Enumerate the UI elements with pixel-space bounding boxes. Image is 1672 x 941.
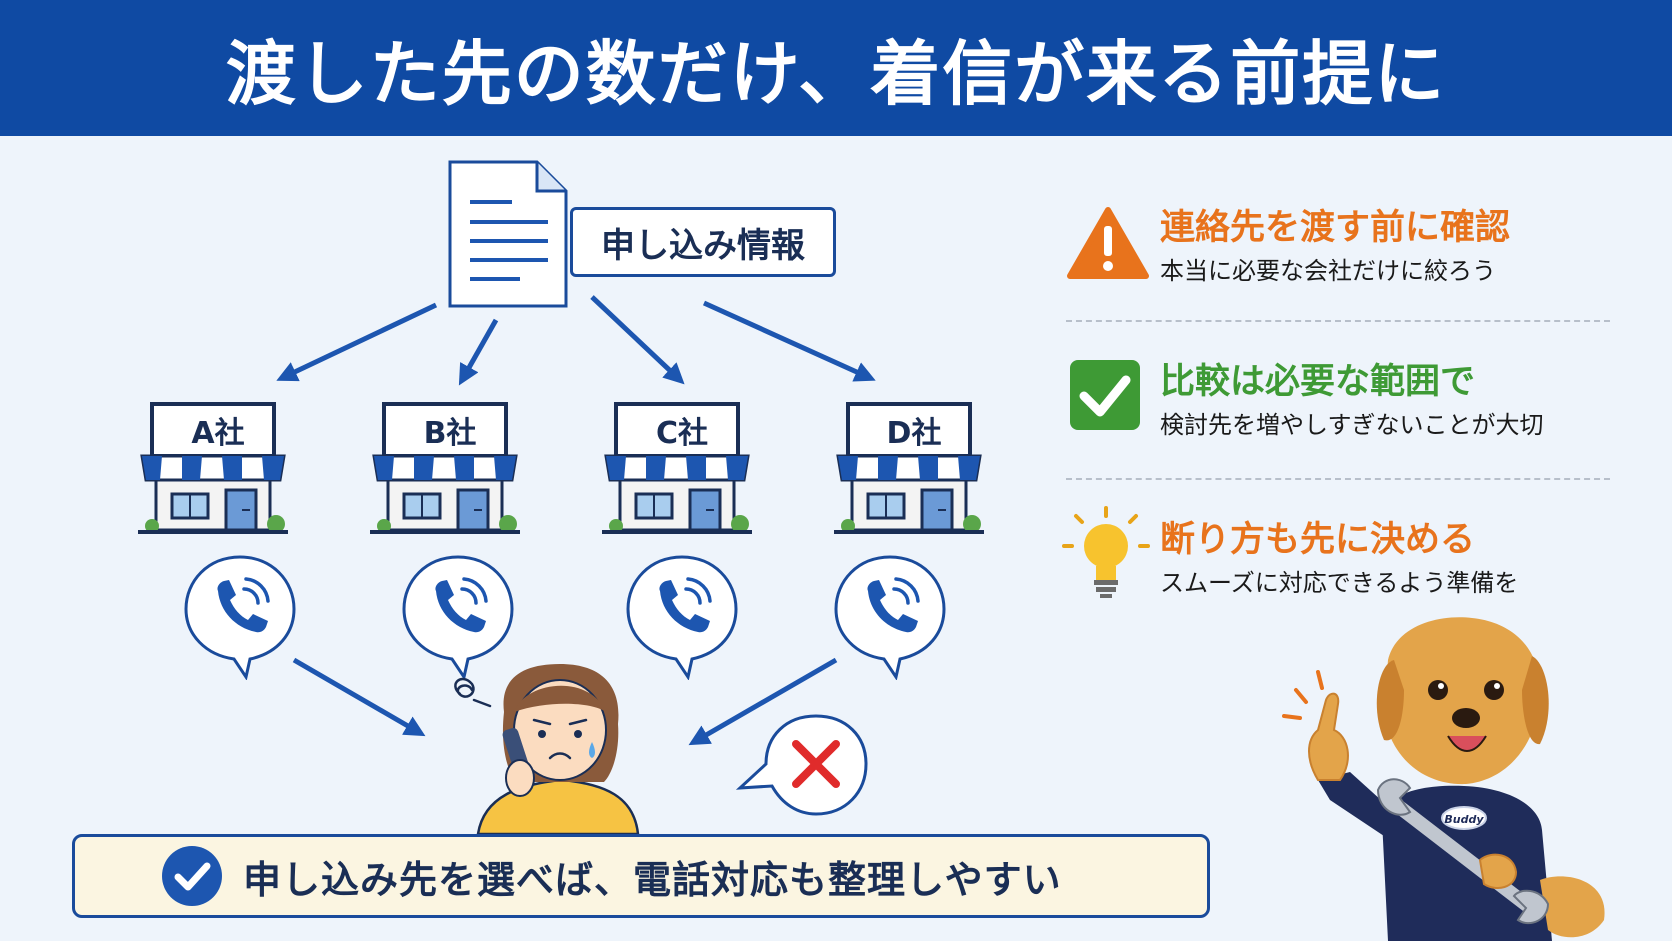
arrow-to-store-c	[590, 295, 685, 385]
tip-confirm-before-sharing: 連絡先を渡す前に確認 本当に必要な会社だけに絞ろう	[1160, 206, 1510, 288]
tip-subtext: 検討先を増やしすぎないことが大切	[1160, 411, 1544, 439]
tip-decide-refusal: 断り方も先に決める スムーズに対応できるよう準備を	[1160, 518, 1518, 600]
page-title: 渡した先の数だけ、着信が来る前提に	[225, 32, 1447, 115]
arrow-call-to-person-left	[292, 657, 426, 737]
mascot-badge: Buddy	[1444, 813, 1484, 826]
check-icon	[1070, 360, 1140, 430]
arrow-to-store-a	[276, 302, 438, 382]
store-d-label: D社	[886, 416, 942, 451]
tip-subtext: スムーズに対応できるよう準備を	[1160, 569, 1519, 597]
distribution-arrows	[276, 295, 876, 386]
tip-heading: 比較は必要な範囲で	[1160, 362, 1476, 402]
store-b-label: B社	[423, 416, 477, 451]
arrow-to-store-d	[702, 300, 876, 382]
store-c-label: C社	[655, 416, 709, 451]
document-label: 申し込み情報	[570, 207, 836, 277]
tip-divider	[1066, 478, 1610, 480]
lightbulb-icon	[1062, 506, 1150, 598]
document-icon	[448, 160, 568, 308]
phone-bubble-d-icon	[834, 555, 946, 679]
arrow-call-to-person-right	[688, 657, 838, 746]
arrow-to-store-b	[458, 318, 499, 386]
wrench-icon	[1391, 799, 1535, 913]
bottom-summary-bar: 申し込み先を選べば、電話対応も整理しやすい	[72, 834, 1210, 918]
bottom-summary-text: 申し込み先を選べば、電話対応も整理しやすい	[243, 857, 1062, 902]
store-a-label: A社	[191, 416, 245, 451]
tip-heading: 断り方も先に決める	[1160, 520, 1476, 560]
check-circle-icon	[162, 846, 222, 906]
call-flow-diagram: Buddy	[138, 160, 1605, 941]
phone-bubble-a-icon	[184, 555, 296, 679]
phone-bubble-c-icon	[626, 555, 738, 679]
warning-icon	[1067, 207, 1149, 279]
tip-heading: 連絡先を渡す前に確認	[1160, 208, 1511, 248]
rejection-bubble	[735, 714, 868, 816]
tip-divider	[1066, 320, 1610, 322]
red-x-icon	[792, 740, 840, 788]
mascot-dog-icon: Buddy	[1282, 617, 1605, 941]
stressed-person-icon	[454, 664, 640, 836]
header-banner: 渡した先の数だけ、着信が来る前提に	[0, 0, 1672, 136]
phone-bubble-b-icon	[402, 555, 514, 679]
tip-compare-needed-range: 比較は必要な範囲で 検討先を増やしすぎないことが大切	[1160, 360, 1544, 442]
tip-subtext: 本当に必要な会社だけに絞ろう	[1160, 257, 1496, 285]
